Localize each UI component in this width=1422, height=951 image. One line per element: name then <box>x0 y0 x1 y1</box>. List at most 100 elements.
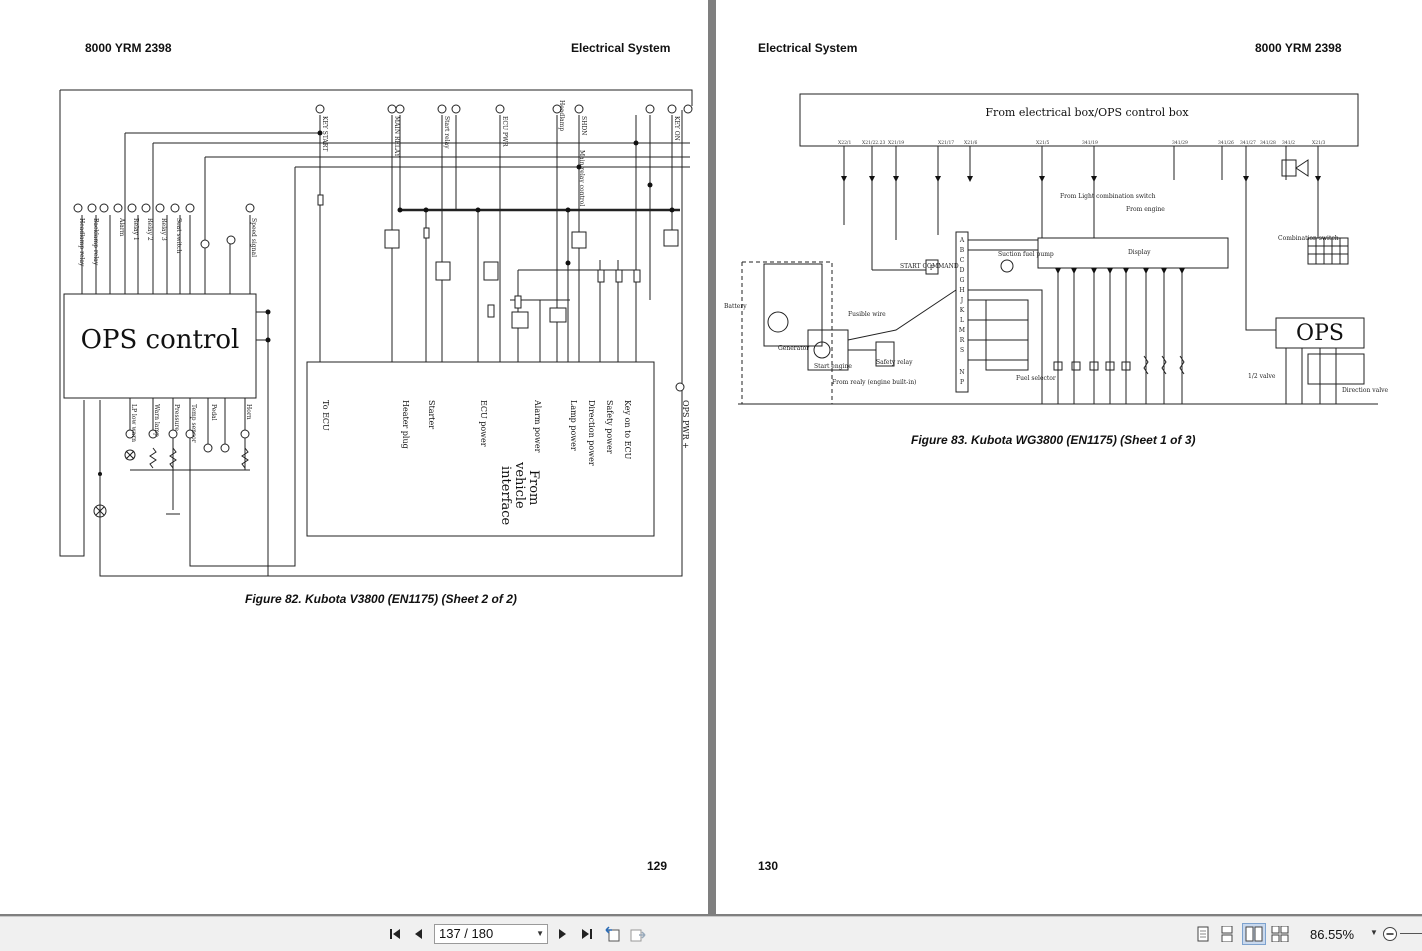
svg-text:Horn: Horn <box>245 404 252 420</box>
svg-text:Headlamp relay: Headlamp relay <box>78 218 85 267</box>
page-number-field[interactable]: 137 / 180 ▼ <box>434 924 548 944</box>
page-number: 129 <box>647 859 668 873</box>
box-title: From electrical box/OPS control box <box>985 106 1189 119</box>
svg-text:P: P <box>960 379 964 386</box>
svg-text:Backlamp relay: Backlamp relay <box>92 218 99 266</box>
svg-text:Speed signal: Speed signal <box>250 218 257 257</box>
svg-text:X21/3: X21/3 <box>1312 140 1325 146</box>
label-to-ecu: To ECU <box>321 400 330 431</box>
facing-icon[interactable] <box>1242 923 1266 945</box>
svg-text:X21/6: X21/6 <box>964 140 977 146</box>
page-number: 130 <box>758 859 779 873</box>
label-half-valve: 1/2 valve <box>1248 373 1276 380</box>
vehicle-interface-line2: vehicle <box>512 461 527 509</box>
prev-view-icon[interactable] <box>602 923 624 945</box>
vehicle-interface-line3: interface <box>498 466 513 526</box>
svg-text:Relay 3: Relay 3 <box>160 218 167 241</box>
svg-text:C: C <box>960 257 965 264</box>
svg-text:Temp sensor: Temp sensor <box>190 404 197 443</box>
ops-label: OPS <box>1296 321 1344 346</box>
label-heater-plug: Heater plug <box>401 400 410 449</box>
label-starter: Starter <box>427 400 436 429</box>
svg-text:Relay 1: Relay 1 <box>132 218 139 241</box>
svg-text:Seat switch: Seat switch <box>175 218 182 253</box>
last-page-icon[interactable] <box>576 923 598 945</box>
svg-text:341/28: 341/28 <box>1260 140 1276 146</box>
svg-text:X21/19: X21/19 <box>888 140 904 146</box>
chevron-down-icon[interactable]: ▼ <box>536 929 544 938</box>
continuous-facing-icon[interactable] <box>1269 923 1291 945</box>
label-ops-pwr: OPS PWR + <box>681 400 690 449</box>
svg-text:Warn lamp: Warn lamp <box>153 404 160 437</box>
svg-text:341/26: 341/26 <box>1218 140 1234 146</box>
label-start-command: START COMMAND <box>900 263 959 270</box>
svg-text:X21/5: X21/5 <box>1036 140 1049 146</box>
section-title: Electrical System <box>571 41 671 55</box>
svg-text:Alarm: Alarm <box>118 217 125 237</box>
svg-text:341/19: 341/19 <box>1082 140 1098 146</box>
svg-text:A: A <box>959 237 965 244</box>
svg-text:Pressure: Pressure <box>173 404 180 431</box>
single-page-icon[interactable] <box>1192 923 1214 945</box>
label-suction-fuel-pump: Suction fuel pump <box>998 251 1054 258</box>
label-alarm-power: Alarm power <box>533 399 542 453</box>
svg-text:X22/1: X22/1 <box>838 140 851 146</box>
page-number-value: 137 / 180 <box>439 926 494 941</box>
svg-text:S: S <box>960 347 964 354</box>
label-fusible-wire: Fusible wire <box>848 311 886 318</box>
label-direction-power: Direction power <box>587 400 596 466</box>
svg-text:L: L <box>960 317 964 324</box>
label-ecu-power: ECU power <box>479 400 488 447</box>
svg-text:Relay 2: Relay 2 <box>146 218 153 241</box>
svg-text:K: K <box>960 307 965 314</box>
svg-text:X21/22.23: X21/22.23 <box>862 140 885 146</box>
zoom-level[interactable]: 86.55% <box>1310 927 1355 942</box>
document-viewport[interactable]: 8000 YRM 2398 Electrical System <box>0 0 1422 916</box>
first-page-icon[interactable] <box>384 923 406 945</box>
zoom-slider-track[interactable] <box>1400 933 1422 934</box>
svg-text:Headlamp: Headlamp <box>558 100 565 131</box>
svg-text:KEY START: KEY START <box>321 116 328 151</box>
label-direction-valve: Direction valve <box>1342 387 1388 394</box>
zoom-dropdown-icon[interactable]: ▼ <box>1370 928 1378 937</box>
section-title: Electrical System <box>758 41 858 55</box>
figure-caption: Figure 83. Kubota WG3800 (EN1175) (Sheet… <box>911 433 1196 447</box>
svg-text:341/29: 341/29 <box>1172 140 1188 146</box>
next-page-icon[interactable] <box>551 923 573 945</box>
svg-text:MAIN RELAY: MAIN RELAY <box>393 116 400 158</box>
label-safety-relay: Safety relay <box>876 359 913 366</box>
label-from-relay: From realy (engine built-in) <box>832 379 916 386</box>
svg-text:N: N <box>959 369 964 376</box>
page-129: 8000 YRM 2398 Electrical System <box>0 0 708 914</box>
label-battery: Battery <box>724 303 747 310</box>
svg-text:341/27: 341/27 <box>1240 140 1256 146</box>
svg-text:R: R <box>960 337 965 344</box>
next-view-icon[interactable] <box>627 923 649 945</box>
label-from-engine: From engine <box>1126 206 1165 213</box>
svg-text:J: J <box>960 297 964 304</box>
wiring-diagram-v3800: OPS control KEY START MAIN RELAY Start r… <box>59 89 693 577</box>
doc-code: 8000 YRM 2398 <box>85 41 172 55</box>
label-lamp-power: Lamp power <box>569 400 578 451</box>
label-fuel-selector: Fuel selector <box>1016 375 1056 382</box>
svg-text:LP low warn: LP low warn <box>130 404 137 442</box>
figure-caption: Figure 82. Kubota V3800 (EN1175) (Sheet … <box>245 592 517 606</box>
continuous-icon[interactable] <box>1216 923 1238 945</box>
ops-control-label: OPS control <box>81 325 240 355</box>
label-light-combo: From Light combination switch <box>1060 193 1156 200</box>
svg-text:X21/17: X21/17 <box>938 140 954 146</box>
svg-text:KEY ON: KEY ON <box>673 116 680 141</box>
label-generator: Generator <box>778 345 809 352</box>
svg-text:F: F <box>930 265 934 272</box>
vehicle-interface-line1: From <box>526 470 541 505</box>
label-key-on-ecu: Key on to ECU <box>623 400 632 460</box>
prev-page-icon[interactable] <box>408 923 430 945</box>
svg-text:M: M <box>959 327 965 334</box>
page-130: Electrical System 8000 YRM 2398 From ele… <box>716 0 1422 914</box>
svg-text:D: D <box>960 267 965 274</box>
label-start-engine: Start engine <box>814 363 852 370</box>
svg-text:Main relay control: Main relay control <box>578 150 585 206</box>
zoom-out-icon[interactable] <box>1379 923 1401 945</box>
svg-text:G: G <box>960 277 965 284</box>
svg-text:SHDN: SHDN <box>580 116 587 135</box>
